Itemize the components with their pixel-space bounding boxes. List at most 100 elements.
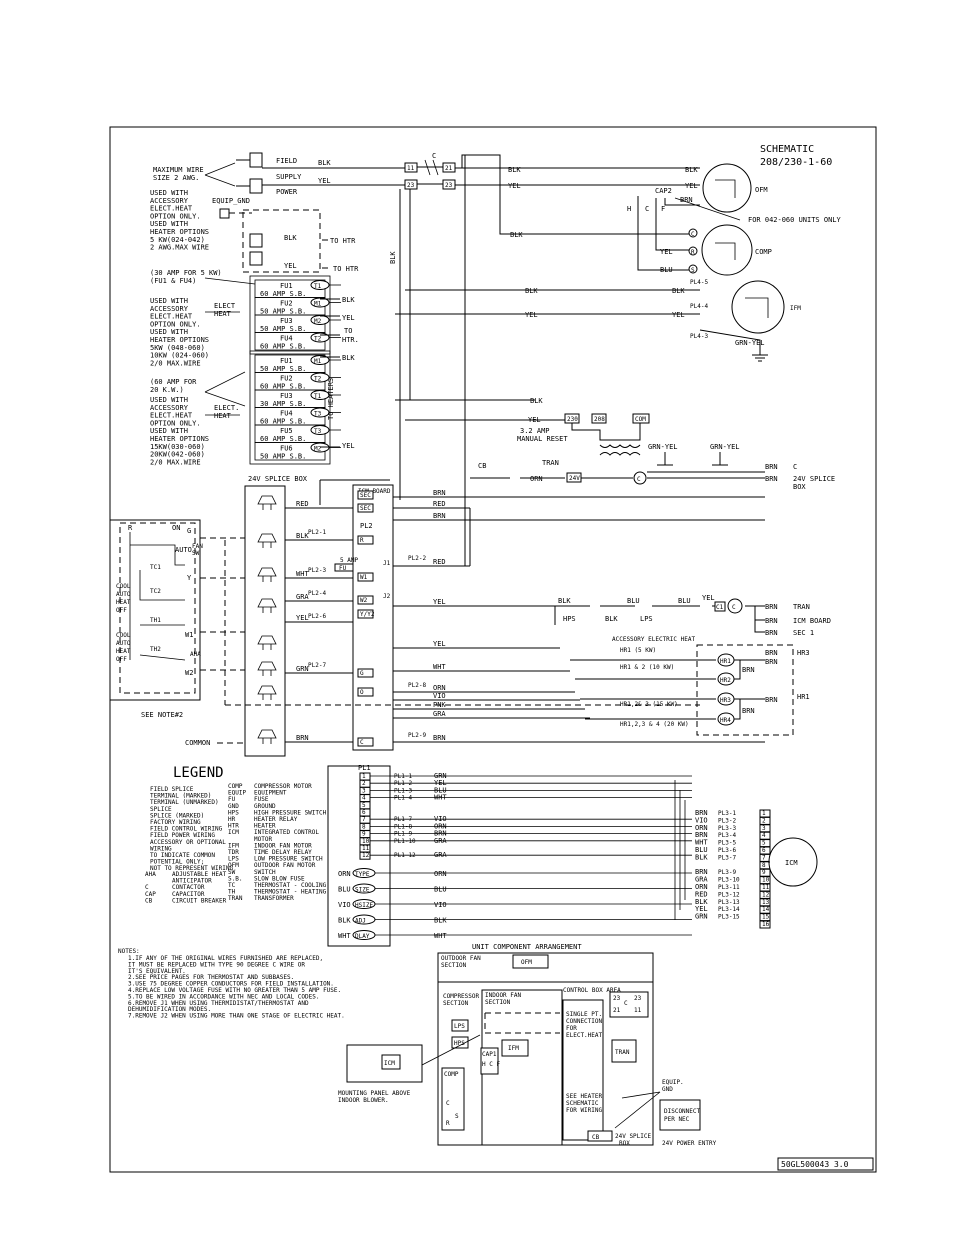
supply-yel: YEL <box>318 177 331 185</box>
pl1-num-0: 1 <box>362 773 366 780</box>
fuse2-fuse-4: FU5 <box>280 427 293 435</box>
arr-see-3: FOR WIRING <box>566 1107 603 1114</box>
transformer: BLK YEL 230 208 COM 3.2 AMP MANUAL RESET… <box>395 397 835 491</box>
legend-abbr-r-key-11: LPS <box>228 856 239 863</box>
supply-label: SUPPLY <box>276 173 302 181</box>
arr-splice-1: 24V SPLICE <box>615 1133 652 1140</box>
legend-abbr-r-key-13: SW <box>228 869 236 876</box>
arr-disc-1: DISCONNECT <box>664 1108 701 1115</box>
note-n2-line-0: (30 AMP FOR 5 KW) <box>150 269 222 277</box>
pl3-plug-6: PL3-7 <box>718 854 736 861</box>
pl3-color-6: BLK <box>695 853 708 861</box>
note-n5-line-8: 2/0 MAX.WIRE <box>150 458 201 466</box>
pl1-num-9: 10 <box>362 838 370 845</box>
hps-blk: BLK <box>558 597 571 605</box>
pl1-num-10: 11 <box>362 845 370 852</box>
hps-sec1: SEC 1 <box>793 629 814 637</box>
pl4-5: PL4-5 <box>690 279 708 286</box>
icm-term-2: R <box>360 537 364 544</box>
c1-yel: YEL <box>702 594 715 602</box>
grn-yel-1: GRN-YEL <box>648 443 678 451</box>
tran-208: 208 <box>594 416 605 423</box>
legend-abbr-l-val-1: ANTICIPATOR <box>172 878 212 885</box>
legend-abbr-r-val-16: THERMOSTAT - HEATING <box>254 889 327 896</box>
ifm-yel: YEL <box>525 311 538 319</box>
pl1-num-3: 4 <box>362 795 366 802</box>
arr-ifm: IFM <box>508 1045 519 1052</box>
note-line-7: 6.REMOVE J1 WHEN USING THERMIDISTAT/THER… <box>128 1000 309 1007</box>
pl3-plug-12: PL3-13 <box>718 899 740 906</box>
legend-abbr-r-val-9: INDOOR FAN MOTOR <box>254 842 312 849</box>
note-n4-line-0: (60 AMP FOR <box>150 378 197 386</box>
arr-r: R <box>446 1120 450 1127</box>
hps-icm-board: ICM BOARD <box>793 617 831 625</box>
see-note-2: SEE NOTE#2 <box>141 711 183 719</box>
splice-markers <box>224 495 700 744</box>
tran-brn-1: BRN <box>765 463 778 471</box>
legend-abbr-l-key-4: CB <box>145 897 153 904</box>
for-units-label: FOR 042-060 UNITS ONLY <box>748 216 842 224</box>
pl3-num-3: 4 <box>762 832 766 839</box>
pl1-plug-8: PL1-9 <box>394 831 412 838</box>
note-n3-line-0: USED WITH <box>150 297 188 305</box>
legend-abbr-r-key-3: GND <box>228 803 239 810</box>
icm-term-3: W1 <box>360 574 368 581</box>
schematic-title: SCHEMATIC <box>760 144 814 155</box>
ofm-yel: YEL <box>508 182 521 190</box>
fuse2-term-1: T2 <box>314 376 322 383</box>
pl1-aux-color-r-4: WHT <box>434 932 447 940</box>
legend-abbr-r-key-5: HR <box>228 816 236 823</box>
pl1-aux-color-r-2: VIO <box>434 901 447 909</box>
icm-pl2: PL2 <box>360 522 373 530</box>
elect-heat-2-line-0: ELECT. <box>214 404 239 412</box>
icm-term-4: W2 <box>360 597 368 604</box>
power-supply-group: MAXIMUM WIRE SIZE 2 AWG. FIELD SUPPLY PO… <box>153 152 405 273</box>
tstat-cool-2: COOL <box>116 632 131 639</box>
arr-cb: CB <box>592 1134 600 1141</box>
cap2-label: CAP2 <box>655 187 672 195</box>
pl1-aux-term-2: HSIZE <box>355 902 373 909</box>
pl3-color-9: GRA <box>695 876 708 884</box>
note-line-1: IT MUST BE REPLACED WITH TYPE 90 DEGREE … <box>128 961 305 968</box>
thermostat: R ON G AUTO FAN SW TC1 TC2 TH1 TH2 COOL … <box>109 519 245 747</box>
pl3-color-0: BRN <box>695 809 708 817</box>
notes-title: NOTES: <box>118 948 140 955</box>
arr-title: UNIT COMPONENT ARRANGEMENT <box>472 943 582 951</box>
arr-single-2: CONNECTION <box>566 1018 603 1025</box>
pl1-aux-color-2: VIO <box>338 901 351 909</box>
c1-brn-3: BRN <box>765 629 778 637</box>
pl3-plug-4: PL3-5 <box>718 840 736 847</box>
icm-j2: J2 <box>383 593 391 600</box>
pl3-connector: 1PL3-1BRN2PL3-2VIO3PL3-3ORN4PL3-4BRN5PL3… <box>695 809 771 929</box>
pl3-color-11: RED <box>695 890 708 898</box>
power-label: POWER <box>276 188 298 196</box>
to-htr-label-2: TO HTR <box>333 265 359 273</box>
heat-relays: ACCESSORY ELECTRIC HEAT HR1 (5 KW) HR1 &… <box>570 636 810 736</box>
fuse1-term-0: T1 <box>314 283 322 290</box>
note-n1-line-0: USED WITH <box>150 189 188 197</box>
fuse1-term-1: M1 <box>314 301 322 308</box>
fuse2-term-5: M2 <box>314 446 322 453</box>
icm-wire-5: YEL <box>433 640 446 648</box>
pl1-title: PL1 <box>358 764 371 772</box>
arr-ct-c: C <box>624 1000 628 1007</box>
htr-htr: HTR. <box>342 336 359 344</box>
pl2-plug-4: PL2-2 <box>408 555 426 562</box>
splice-wire-4: YEL <box>296 614 309 622</box>
tstat-auto: AUTO <box>175 546 192 554</box>
arr-icm: ICM <box>384 1060 395 1067</box>
legend-symbol-5: FACTORY WIRING <box>150 819 201 826</box>
note-n5-line-4: USED WITH <box>150 427 188 435</box>
legend-abbr-l-val-3: CAPACITOR <box>172 891 205 898</box>
fuse2-term-3: T3 <box>314 411 322 418</box>
fuse1-term-3: T2 <box>314 336 322 343</box>
hr123-15kw: HR1,2& 3 (15 KW) <box>620 701 678 708</box>
fuse2-term-0: M1 <box>314 358 322 365</box>
pl3-num-14: 15 <box>762 914 770 921</box>
contactor-label: C <box>432 152 436 160</box>
fuse1-term-2: M2 <box>314 318 322 325</box>
elect-heat-1-line-0: ELECT <box>214 302 236 310</box>
max-wire-line-1: MAXIMUM WIRE <box>153 166 204 174</box>
